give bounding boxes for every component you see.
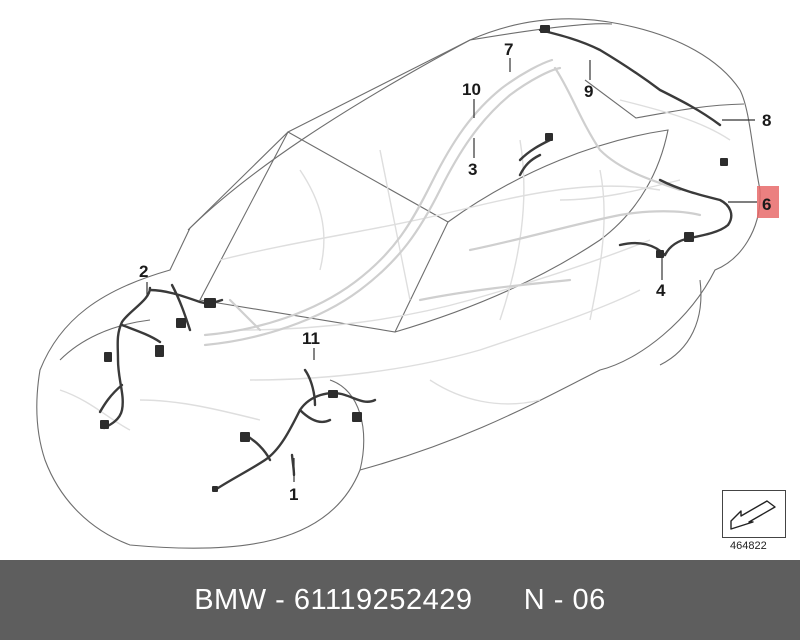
callout-9: 9 <box>584 82 593 101</box>
diagram-number: 464822 <box>730 540 767 552</box>
view-symbol-box <box>722 490 786 538</box>
callout-11: 11 <box>302 329 320 348</box>
connectors <box>100 25 728 492</box>
callout-7: 7 <box>504 40 513 59</box>
callout-8: 8 <box>762 111 771 130</box>
callout-1: 1 <box>289 485 298 504</box>
footer-bar: BMW - 61119252429 N - 06 <box>0 560 800 640</box>
light-harness-lines <box>59 99 731 431</box>
part-number-text: BMW - 61119252429 N - 06 <box>194 583 606 616</box>
callout-4: 4 <box>656 281 666 300</box>
dark-harness-front <box>98 28 733 492</box>
grey-harness-lines <box>203 58 702 347</box>
callout-3: 3 <box>468 160 477 179</box>
callout-10: 10 <box>462 80 481 99</box>
callout-6: 6 <box>762 195 771 214</box>
car-body-outline <box>36 18 761 549</box>
callout-6-highlight <box>757 186 779 218</box>
callout-leaders <box>146 58 757 482</box>
callout-2: 2 <box>139 262 148 281</box>
arrow-view-icon <box>730 500 776 530</box>
wiring-harness-diagram: 1 2 3 4 6 7 8 9 10 11 <box>36 18 779 549</box>
